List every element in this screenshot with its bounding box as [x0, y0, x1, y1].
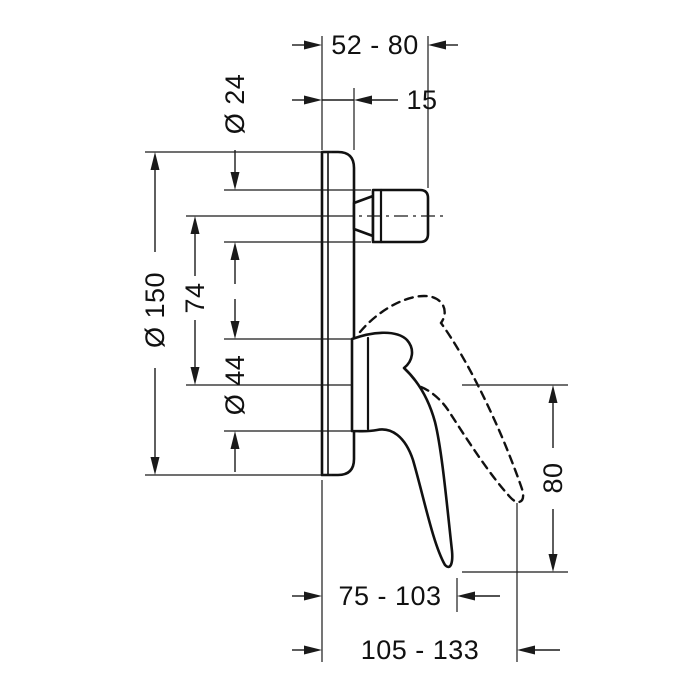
- arrowhead: [428, 40, 446, 50]
- arrowhead: [517, 645, 535, 655]
- arrowhead: [304, 40, 322, 50]
- dim-label-spout-diameter: Ø 24: [220, 74, 250, 135]
- arrowhead: [548, 554, 558, 572]
- lever-handle-dashed-position: [358, 294, 525, 504]
- dimension-labels: 52 - 80 15 Ø 24 Ø 150 74 Ø 44 80 75 - 10…: [140, 30, 568, 665]
- extension-lines: [145, 36, 568, 662]
- dim-label-plate-depth: 15: [406, 85, 437, 115]
- dim-label-handle-drop: 80: [538, 462, 568, 493]
- dim-label-plate-diameter: Ø 150: [140, 272, 170, 348]
- arrowhead: [230, 431, 240, 449]
- arrowhead: [457, 591, 475, 601]
- arrowhead: [548, 385, 558, 403]
- dim-label-spout-to-handle: 74: [180, 282, 210, 313]
- dim-label-handle-hub-diameter: Ø 44: [220, 355, 250, 416]
- product-outline: [320, 150, 525, 569]
- arrowhead: [304, 95, 322, 105]
- dim-label-install-depth-range: 52 - 80: [331, 30, 419, 60]
- arrowhead: [190, 367, 200, 385]
- arrowhead: [150, 457, 160, 475]
- arrowhead: [304, 591, 322, 601]
- arrowhead: [230, 172, 240, 190]
- escutcheon-plate: [320, 150, 356, 477]
- arrowhead: [354, 95, 372, 105]
- dim-label-reach-min-range: 75 - 103: [338, 581, 441, 611]
- arrowhead: [230, 242, 240, 260]
- dimension-lines: [150, 40, 560, 655]
- arrowhead: [150, 152, 160, 170]
- arrowhead: [190, 216, 200, 234]
- lever-handle: [350, 331, 454, 569]
- arrowhead: [304, 645, 322, 655]
- arrowhead: [230, 321, 240, 339]
- dim-label-reach-max-range: 105 - 133: [361, 635, 480, 665]
